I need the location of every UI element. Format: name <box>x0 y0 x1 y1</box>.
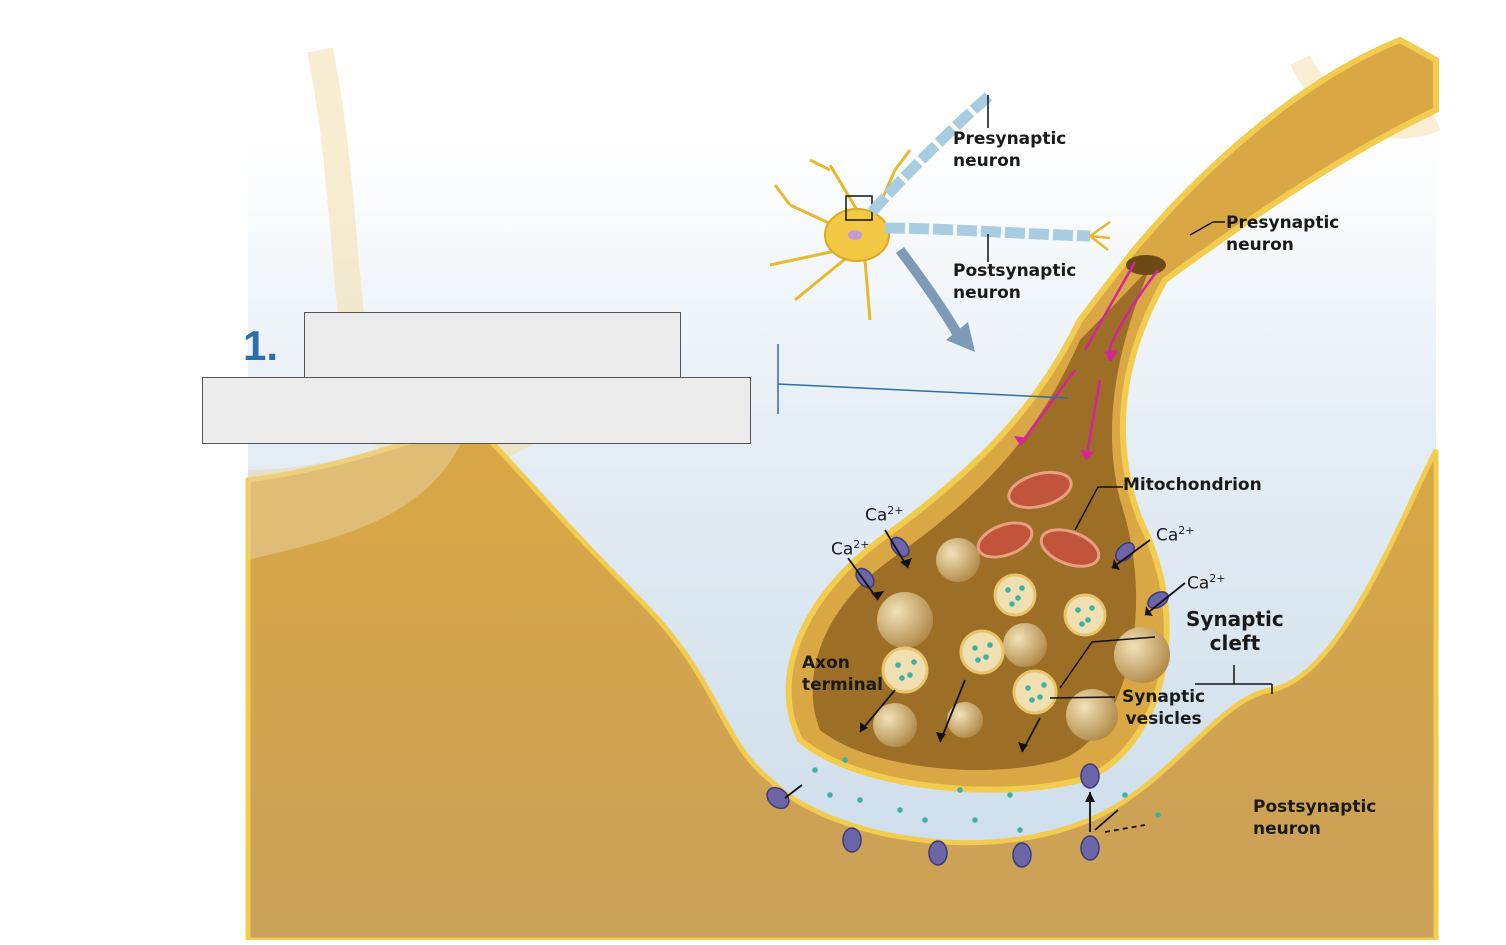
mitochondria <box>976 470 1101 568</box>
label-line: vesicles <box>1125 709 1202 729</box>
calcium-charge: 2+ <box>1209 572 1226 585</box>
label-leaders <box>1049 221 1273 699</box>
label-line: neuron <box>953 151 1021 171</box>
label-line: Synaptic <box>1186 607 1284 631</box>
calcium-charge: 2+ <box>887 504 904 517</box>
calcium-charge: 2+ <box>853 538 870 551</box>
label-line: Presynaptic <box>1226 213 1340 233</box>
label-line: Axon <box>802 653 850 673</box>
question-leader <box>777 344 1069 414</box>
label-line: terminal <box>802 675 883 695</box>
calcium-charge: 2+ <box>1178 524 1195 537</box>
calcium-symbol: Ca <box>1156 525 1179 546</box>
presynaptic-neuron-label: Presynaptic neuron <box>1226 212 1339 256</box>
label-line: Postsynaptic <box>1253 797 1377 817</box>
mitochondrion-label: Mitochondrion <box>1123 475 1262 495</box>
answer-field-title[interactable] <box>304 312 681 378</box>
presynaptic-neuron-inset-label: Presynaptic neuron <box>953 128 1066 172</box>
postsynaptic-neuron-inset-label: Postsynaptic neuron <box>953 260 1076 304</box>
dense-vesicles <box>873 538 1170 747</box>
synaptic-cleft-label: Synaptic cleft <box>1186 607 1284 655</box>
answer-field-description[interactable] <box>202 377 751 444</box>
neurotransmitter-molecules <box>812 585 1161 833</box>
synaptic-vesicles <box>881 573 1107 715</box>
postsynaptic-receptors <box>766 763 1100 868</box>
arrowheads <box>1014 350 1118 460</box>
label-line: Presynaptic <box>953 129 1067 149</box>
calcium-ion-label: Ca2+ <box>1156 524 1195 546</box>
calcium-symbol: Ca <box>831 539 854 560</box>
calcium-symbol: Ca <box>1187 573 1210 594</box>
postsynaptic-neuron-label: Postsynaptic neuron <box>1253 796 1376 840</box>
calcium-ion-label: Ca2+ <box>1187 572 1226 594</box>
axon-terminal-label: Axon terminal <box>802 652 883 696</box>
calcium-ion-label: Ca2+ <box>865 504 904 526</box>
label-line: Synaptic <box>1122 687 1206 707</box>
action-potential-arrows <box>1018 261 1159 461</box>
calcium-ion-label: Ca2+ <box>831 538 870 560</box>
neuron-overview-inset <box>769 90 1111 352</box>
axon-cut-end <box>1126 255 1166 275</box>
dendrite-highlight <box>248 420 470 560</box>
label-line: neuron <box>1253 819 1321 839</box>
question-number: 1. <box>243 322 279 369</box>
label-line: neuron <box>1226 235 1294 255</box>
label-line: cleft <box>1209 631 1261 655</box>
label-line: Postsynaptic <box>953 261 1077 281</box>
label-line: neuron <box>953 283 1021 303</box>
pointer-arrowheads <box>860 558 1153 802</box>
synaptic-vesicles-label: Synaptic vesicles <box>1122 686 1205 730</box>
calcium-symbol: Ca <box>865 505 888 526</box>
calcium-channels <box>855 536 1169 609</box>
